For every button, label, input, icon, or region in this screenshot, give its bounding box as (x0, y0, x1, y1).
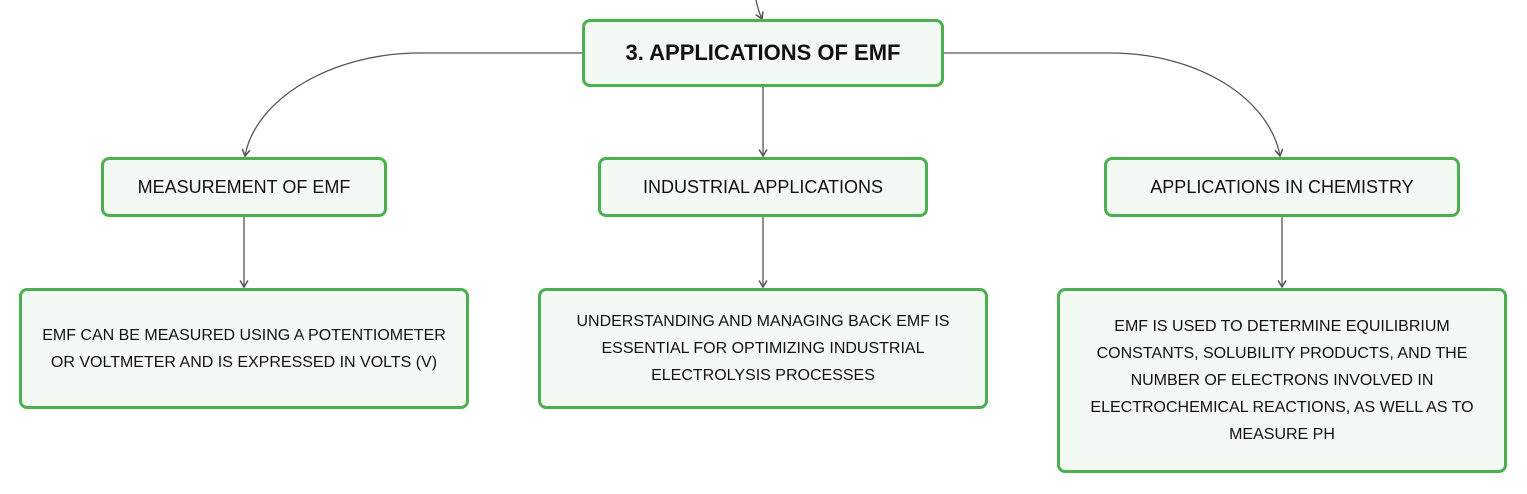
connector-root-to-chemistry (944, 52, 1284, 158)
root-node-label: 3. APPLICATIONS OF EMF (625, 40, 901, 65)
detail-node-chemistry[interactable]: EMF IS USED TO DETERMINE EQUILIBRIUM CON… (1057, 288, 1507, 473)
detail-node-text: UNDERSTANDING AND MANAGING BACK EMF IS E… (576, 313, 950, 384)
branch-node-label: INDUSTRIAL APPLICATIONS (642, 176, 884, 197)
detail-node-measurement[interactable]: EMF CAN BE MEASURED USING A POTENTIOMETE… (19, 288, 469, 409)
branch-node-chemistry[interactable]: APPLICATIONS IN CHEMISTRY (1104, 157, 1460, 217)
detail-node-industrial[interactable]: UNDERSTANDING AND MANAGING BACK EMF IS E… (538, 288, 988, 409)
branch-node-label: MEASUREMENT OF EMF (137, 176, 351, 197)
branch-node-label: APPLICATIONS IN CHEMISTRY (1150, 176, 1414, 197)
detail-node-text: EMF CAN BE MEASURED USING A POTENTIOMETE… (42, 326, 446, 371)
branch-node-measurement[interactable]: MEASUREMENT OF EMF (101, 157, 387, 217)
incoming-connector (755, 0, 764, 21)
connector-root-to-measurement (241, 52, 582, 158)
branch-node-industrial[interactable]: INDUSTRIAL APPLICATIONS (598, 157, 928, 217)
root-node[interactable]: 3. APPLICATIONS OF EMF (582, 19, 944, 87)
detail-node-text: EMF IS USED TO DETERMINE EQUILIBRIUM CON… (1090, 318, 1474, 443)
